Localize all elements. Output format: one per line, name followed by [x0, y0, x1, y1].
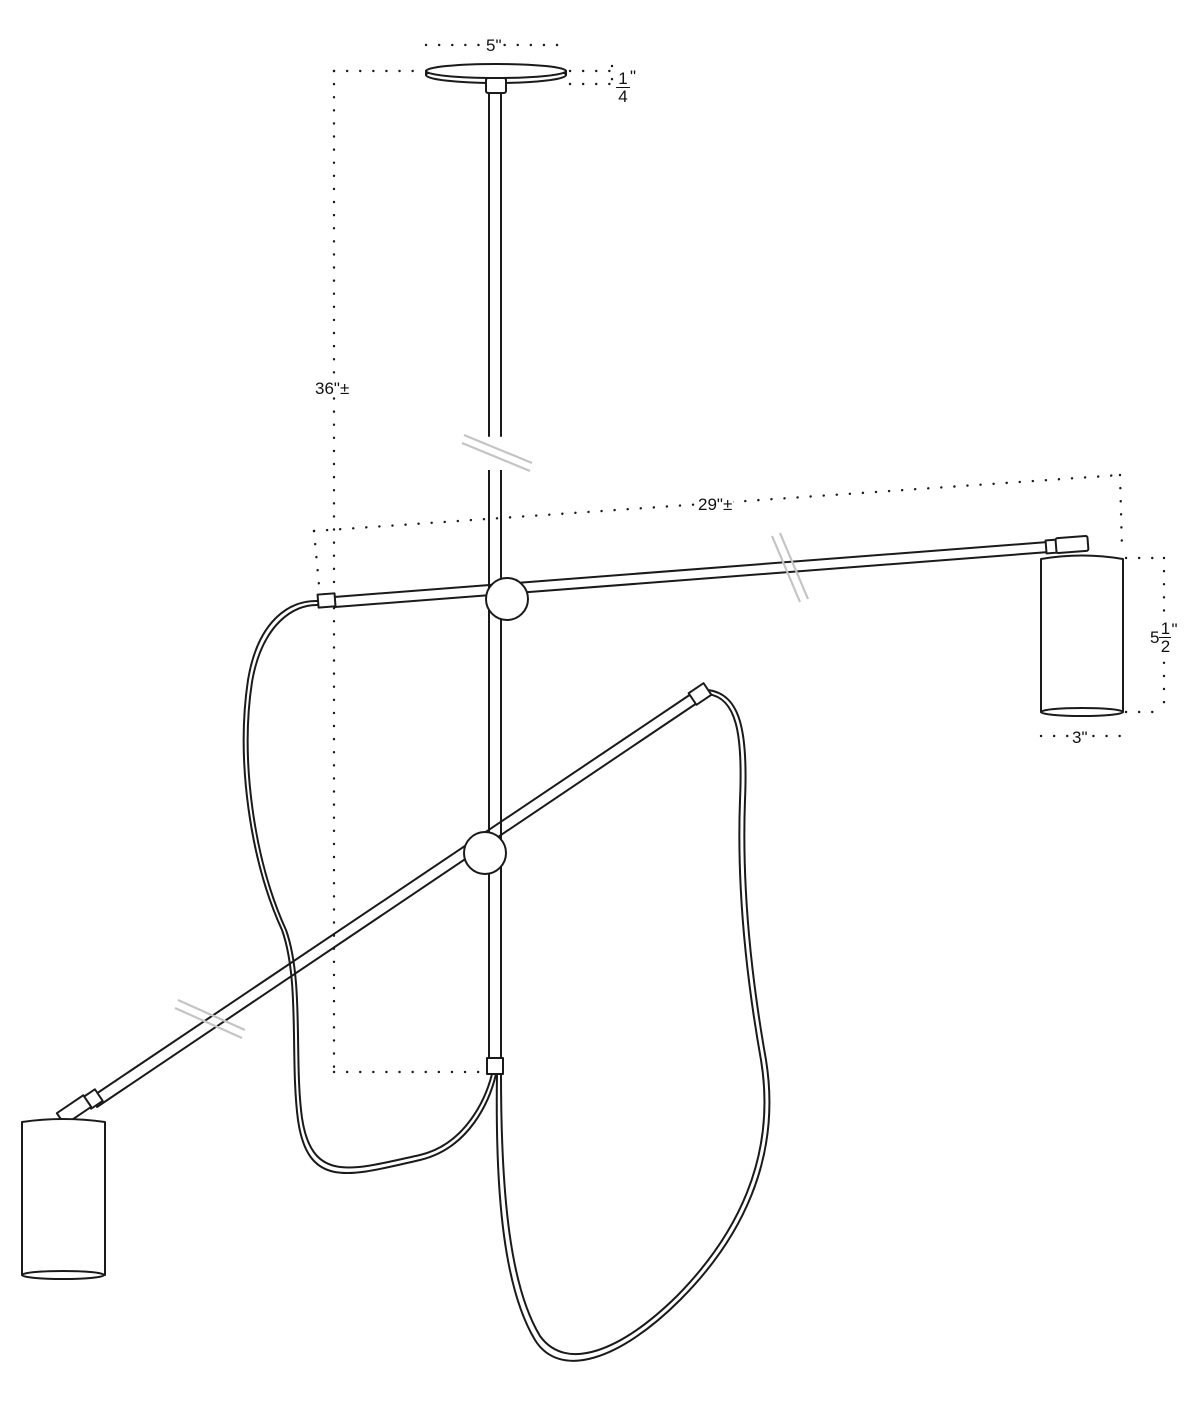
- right-shade: [1040, 554, 1124, 717]
- dimension-lines: [312, 43, 1166, 1074]
- shade-height-label: 5 1 2 ": [1150, 620, 1178, 655]
- canopy-diameter-label: 5": [485, 36, 503, 55]
- canopy-thickness-label: 1 4: [616, 70, 630, 105]
- shade-height-whole: 5: [1150, 627, 1160, 647]
- lower-arm: [55, 682, 713, 1126]
- cords: [242, 599, 771, 1362]
- shade-diameter-label: 3": [1071, 728, 1089, 747]
- shade-height-fraction: 1 2: [1159, 619, 1172, 656]
- arm-span-label: 29"±: [697, 495, 734, 514]
- break-marks: [174, 419, 810, 1040]
- vertical-stem: [486, 92, 504, 1075]
- left-shade: [21, 1118, 106, 1280]
- lower-pivot-joint: [463, 831, 507, 875]
- upper-pivot-joint: [485, 577, 529, 621]
- canopy: [425, 63, 567, 94]
- overall-height-label: 36"±: [314, 379, 351, 398]
- canopy-thickness-unit: ": [630, 67, 637, 86]
- shade-height-unit: ": [1171, 620, 1178, 639]
- upper-arm: [316, 534, 1090, 609]
